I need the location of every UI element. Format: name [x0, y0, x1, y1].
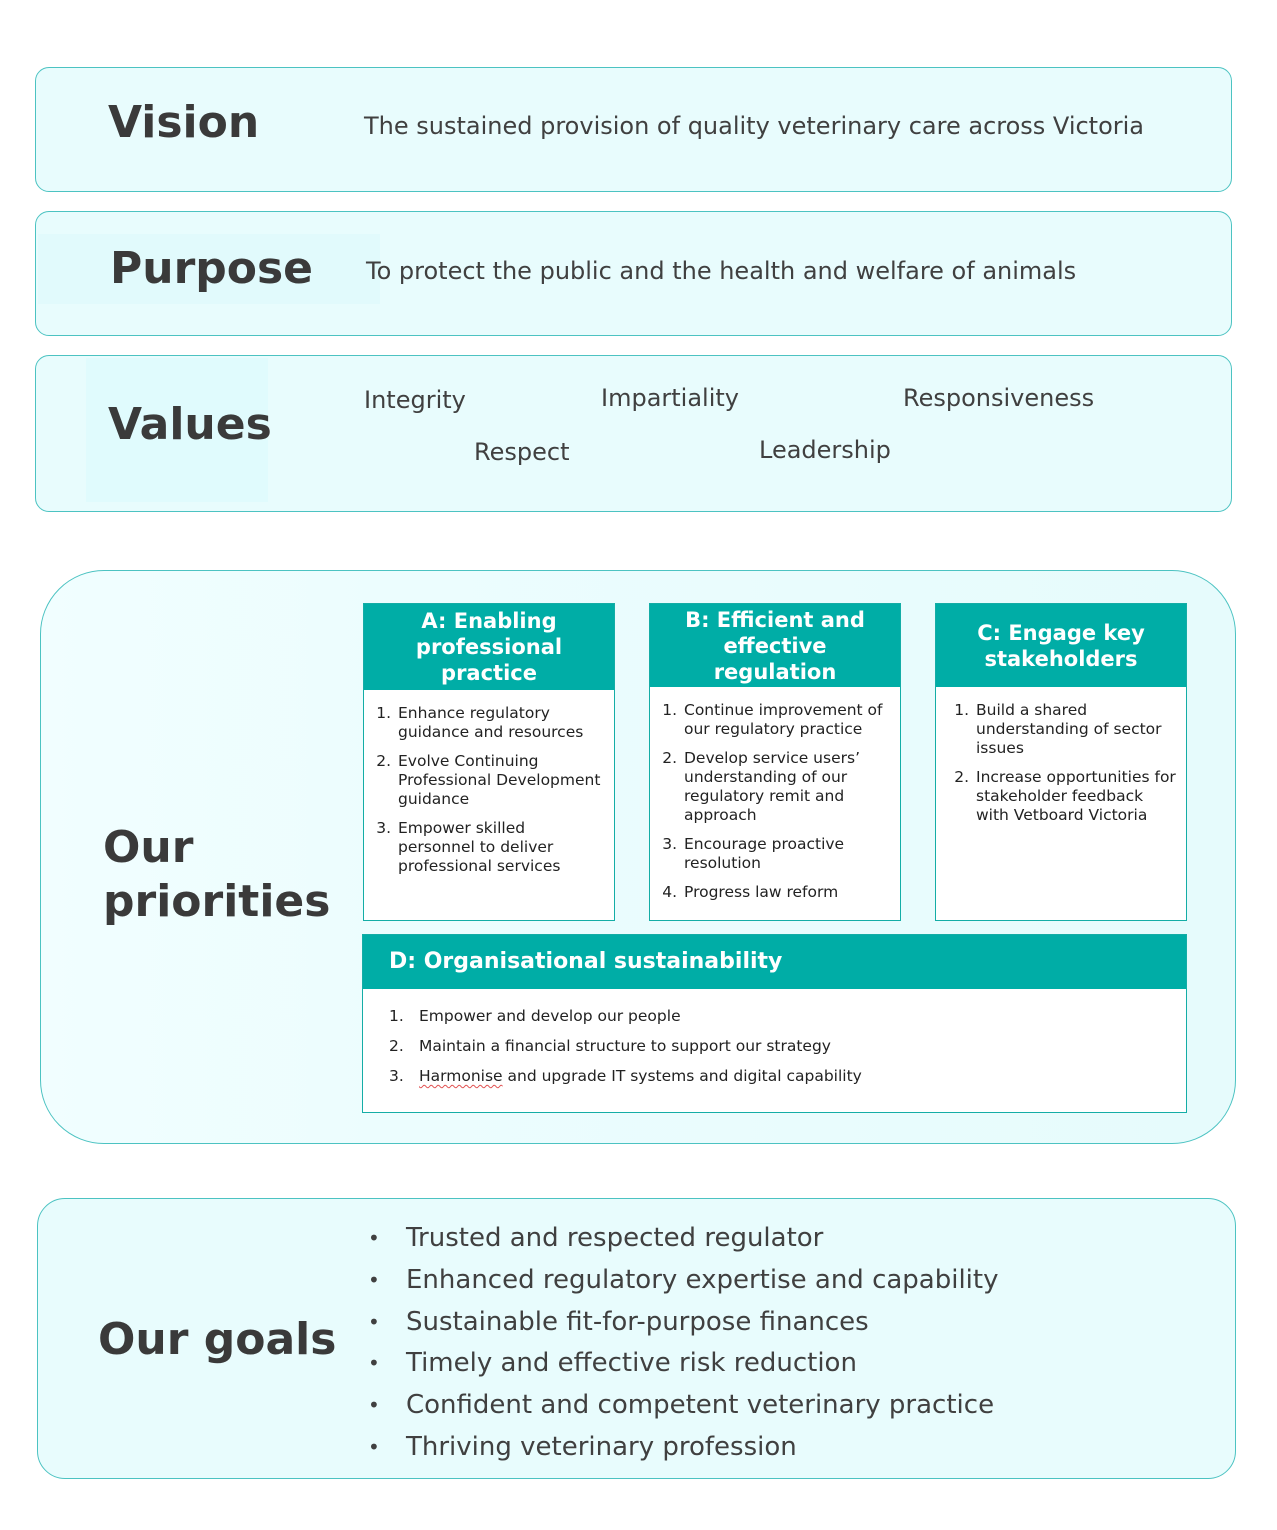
goal-text: Sustainable fit-for-purpose finances: [406, 1306, 869, 1337]
bullet: •: [368, 1434, 380, 1459]
priorities-heading-line2: priorities: [103, 876, 331, 927]
list-number: 3.: [389, 1067, 404, 1085]
list-item: 3. Harmonise and upgrade IT systems and …: [389, 1065, 1186, 1095]
purpose-panel: Purpose To protect the public and the he…: [35, 211, 1232, 336]
list-number: 1.: [389, 1007, 404, 1025]
list-item: • Timely and effective risk reduction: [368, 1343, 999, 1385]
bullet: •: [368, 1393, 380, 1418]
priorities-heading-line1: Our: [103, 822, 194, 873]
priority-card-c-title: C: Engage key stakeholders: [936, 604, 1186, 687]
goals-heading: Our goals: [98, 1314, 337, 1365]
priority-card-c: C: Engage key stakeholders Build a share…: [935, 603, 1187, 921]
value-respect: Respect: [474, 438, 570, 466]
bullet: •: [368, 1226, 380, 1250]
purpose-statement: To protect the public and the health and…: [366, 257, 1077, 285]
vision-statement: The sustained provision of quality veter…: [364, 112, 1145, 140]
list-item: Enhance regulatory guidance and resource…: [396, 704, 604, 742]
priority-card-a-title: A: Enabling professional practice: [364, 604, 614, 690]
list-item: • Sustainable fit-for-purpose finances: [368, 1302, 999, 1344]
list-text: Empower and develop our people: [419, 1007, 681, 1025]
list-item: • Thriving veterinary profession: [368, 1427, 999, 1469]
priorities-panel: Our priorities A: Enabling professional …: [40, 570, 1236, 1144]
spellcheck-word: Harmonise: [419, 1067, 503, 1085]
goal-text: Confident and competent veterinary pract…: [406, 1390, 995, 1421]
priority-card-d-list: 1. Empower and develop our people 2. Mai…: [363, 989, 1186, 1095]
list-item: • Enhanced regulatory expertise and capab…: [368, 1260, 999, 1302]
list-item: Develop service users’ understanding of …: [682, 749, 890, 825]
vision-panel: Vision The sustained provision of qualit…: [35, 67, 1232, 192]
bullet: •: [368, 1267, 380, 1292]
goals-list: • Trusted and respected regulator • Enhanc…: [368, 1218, 999, 1469]
list-item: Build a shared understanding of sector i…: [974, 701, 1176, 758]
priority-card-b-list: Continue improvement of our regulatory p…: [650, 687, 900, 902]
priority-card-a: A: Enabling professional practice Enhanc…: [363, 603, 615, 921]
values-heading-highlight: [86, 358, 268, 502]
list-text-rest: upgrade IT systems and digital capabilit…: [541, 1067, 862, 1085]
list-text: Harmonise and upgrade IT systems and dig…: [419, 1065, 862, 1095]
value-leadership: Leadership: [759, 436, 891, 464]
priority-card-b-title: B: Efficient and effective regulation: [650, 604, 900, 687]
list-text: Maintain a financial structure to suppor…: [419, 1037, 831, 1055]
values-panel: Values Integrity Impartiality Responsive…: [35, 355, 1232, 512]
list-item: Encourage proactive resolution: [682, 835, 890, 873]
priority-card-b: B: Efficient and effective regulation Co…: [649, 603, 901, 921]
bullet: •: [368, 1351, 380, 1376]
list-item: Increase opportunities for stakeholder f…: [974, 768, 1176, 825]
list-item: 1. Empower and develop our people: [389, 1005, 1186, 1035]
priority-card-c-list: Build a shared understanding of sector i…: [936, 687, 1186, 825]
vision-heading: Vision: [108, 97, 260, 148]
list-item: Continue improvement of our regulatory p…: [682, 701, 890, 739]
values-heading: Values: [108, 399, 272, 450]
goal-text: Thriving veterinary profession: [406, 1431, 797, 1462]
bullet: •: [368, 1309, 380, 1334]
value-responsiveness: Responsiveness: [903, 384, 1095, 412]
priority-card-a-list: Enhance regulatory guidance and resource…: [364, 690, 614, 876]
purpose-heading-highlight: [38, 234, 380, 304]
list-text-conjunction: and: [502, 1067, 542, 1085]
priority-card-d: D: Organisational sustainability 1. Empo…: [362, 934, 1187, 1113]
goal-text: Enhanced regulatory expertise and capabi…: [406, 1264, 999, 1295]
list-item: 2. Maintain a financial structure to sup…: [389, 1035, 1186, 1065]
priorities-heading: Our priorities: [103, 821, 330, 929]
list-item: • Trusted and respected regulator: [368, 1218, 999, 1260]
goal-text: Timely and effective risk reduction: [406, 1348, 857, 1379]
value-impartiality: Impartiality: [601, 384, 739, 412]
list-item: Progress law reform: [682, 883, 890, 902]
list-item: • Confident and competent veterinary prac…: [368, 1385, 999, 1427]
list-number: 2.: [389, 1037, 404, 1055]
goal-text: Trusted and respected regulator: [406, 1223, 824, 1253]
goals-panel: Our goals: [37, 1198, 1236, 1479]
purpose-heading: Purpose: [110, 243, 314, 294]
priority-card-d-title: D: Organisational sustainability: [363, 935, 1186, 989]
list-item: Empower skilled personnel to deliver pro…: [396, 819, 604, 876]
list-item: Evolve Continuing Professional Developme…: [396, 752, 604, 809]
value-integrity: Integrity: [364, 386, 466, 414]
